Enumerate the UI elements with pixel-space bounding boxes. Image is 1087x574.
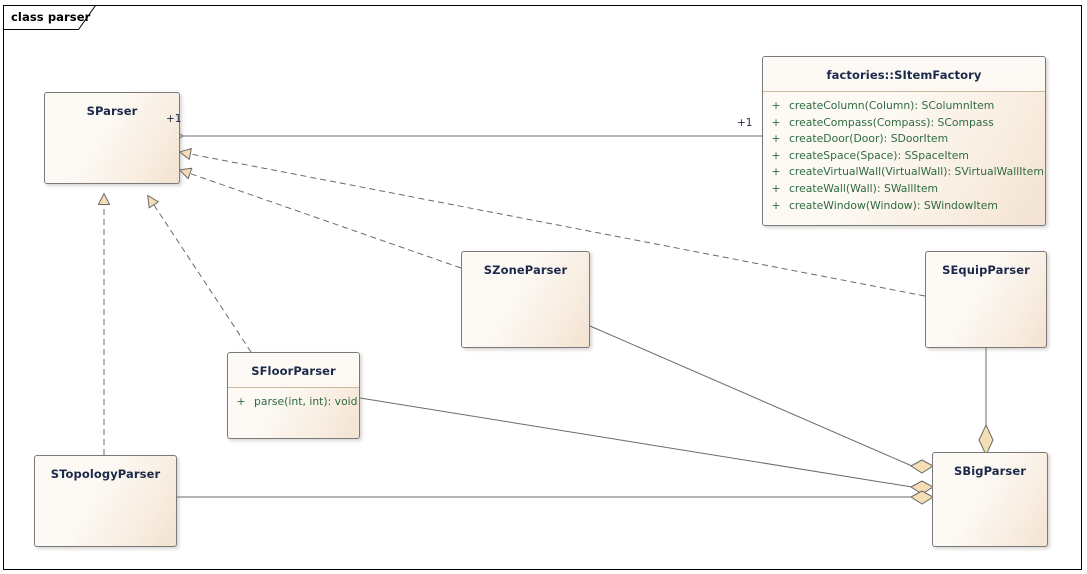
class-box-sbigparser[interactable]: SBigParser <box>932 452 1048 547</box>
operation-row: + parse(int, int): void <box>228 394 359 411</box>
operation-signature: createCompass(Compass): SCompass <box>789 115 994 129</box>
operation-row: + createSpace(Space): SSpaceItem <box>763 148 1045 165</box>
visibility-marker: + <box>771 148 781 162</box>
operation-signature: createDoor(Door): SDoorItem <box>789 132 949 146</box>
class-box-sitemfactory[interactable]: factories::SItemFactory + createColumn(C… <box>762 56 1046 226</box>
class-name-sfloorparser: SFloorParser <box>228 353 359 388</box>
class-name-szoneparser: SZoneParser <box>483 263 568 277</box>
class-box-szoneparser[interactable]: SZoneParser <box>461 251 590 348</box>
visibility-marker: + <box>236 395 246 408</box>
class-name-sequipparser: SEquipParser <box>942 263 1030 277</box>
visibility-marker: + <box>771 165 781 179</box>
visibility-marker: + <box>771 132 781 146</box>
diagram-frame-tab <box>3 5 97 30</box>
operation-row: + createWall(Wall): SWallItem <box>763 181 1045 198</box>
operation-signature: parse(int, int): void <box>254 395 358 408</box>
class-name-sparser: SParser <box>86 104 138 118</box>
class-box-sparser[interactable]: SParser <box>44 92 180 184</box>
class-box-sequipparser[interactable]: SEquipParser <box>925 251 1047 348</box>
operation-signature: createColumn(Column): SColumnItem <box>789 99 995 112</box>
multiplicity-sitemfactory-end: +1 <box>737 117 753 129</box>
class-name-sbigparser: SBigParser <box>953 464 1027 478</box>
visibility-marker: + <box>771 198 781 212</box>
diagram-frame-label: class parser <box>11 10 91 24</box>
visibility-marker: + <box>771 99 781 112</box>
operation-signature: createWindow(Window): SWindowItem <box>789 198 998 212</box>
class-name-sitemfactory: factories::SItemFactory <box>763 57 1045 92</box>
visibility-marker: + <box>771 115 781 129</box>
class-name-stopologyparser: STopologyParser <box>50 467 161 481</box>
operation-row: + createCompass(Compass): SCompass <box>763 115 1045 132</box>
class-box-stopologyparser[interactable]: STopologyParser <box>34 455 177 547</box>
visibility-marker: + <box>771 181 781 195</box>
operations-compartment-sitemfactory: + createColumn(Column): SColumnItem + cr… <box>763 92 1045 220</box>
operation-row: + createVirtualWall(VirtualWall): SVirtu… <box>763 164 1045 181</box>
operation-row: + createColumn(Column): SColumnItem <box>763 98 1045 115</box>
class-box-sfloorparser[interactable]: SFloorParser + parse(int, int): void <box>227 352 360 439</box>
operation-signature: createSpace(Space): SSpaceItem <box>789 148 969 162</box>
operations-compartment-sfloorparser: + parse(int, int): void <box>228 388 359 417</box>
operation-row: + createDoor(Door): SDoorItem <box>763 131 1045 148</box>
operation-signature: createVirtualWall(VirtualWall): SVirtual… <box>789 165 1044 179</box>
diagram-frame-border <box>3 5 1082 570</box>
operation-row: + createWindow(Window): SWindowItem <box>763 198 1045 215</box>
operation-signature: createWall(Wall): SWallItem <box>789 181 938 195</box>
multiplicity-sparser-end: +1 <box>166 113 182 125</box>
